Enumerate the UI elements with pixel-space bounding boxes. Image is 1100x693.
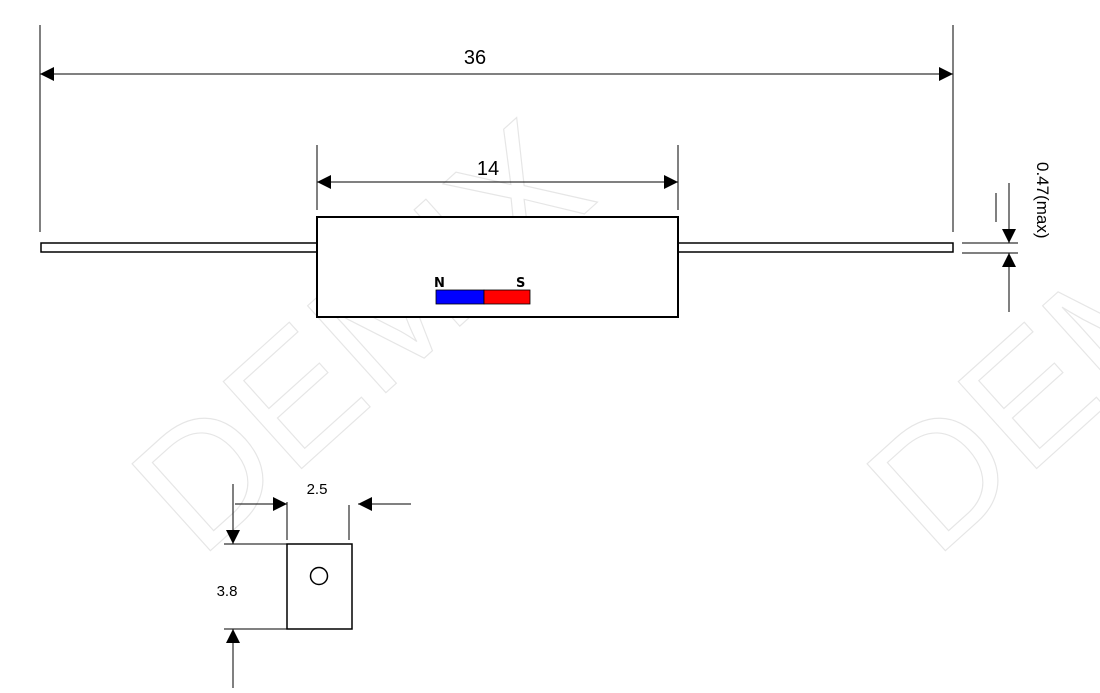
lead-left bbox=[40, 242, 318, 253]
end-view-hole bbox=[309, 566, 329, 586]
overall-length-label: 36 bbox=[464, 47, 486, 69]
magnet-polarity-indicator: N S bbox=[434, 276, 531, 305]
end-view-body bbox=[286, 543, 353, 630]
south-pole-label: S bbox=[516, 276, 525, 291]
lead-right bbox=[677, 242, 954, 253]
svg-text:DEMIX: DEMIX bbox=[98, 86, 625, 587]
north-pole-label: N bbox=[434, 276, 445, 291]
end-view bbox=[286, 543, 353, 630]
overall-length-dimension: 36 bbox=[39, 25, 954, 232]
lead-diameter-label: 0.47(max) bbox=[1033, 162, 1052, 239]
end-width-label: 2.5 bbox=[307, 481, 328, 498]
svg-text:DEMIX: DEMIX bbox=[833, 86, 1100, 587]
north-pole-bar bbox=[435, 289, 485, 305]
lead-diameter-dimension: 0.47(max) bbox=[962, 162, 1052, 312]
end-height-label: 3.8 bbox=[217, 583, 238, 600]
watermark: DEMIX DEMIX bbox=[97, 85, 1100, 588]
body-length-label: 14 bbox=[477, 158, 499, 180]
south-pole-bar bbox=[483, 289, 531, 305]
body-length-dimension: 14 bbox=[316, 145, 679, 210]
end-height-dimension: 3.8 bbox=[217, 484, 287, 688]
end-width-dimension: 2.5 bbox=[235, 481, 411, 540]
